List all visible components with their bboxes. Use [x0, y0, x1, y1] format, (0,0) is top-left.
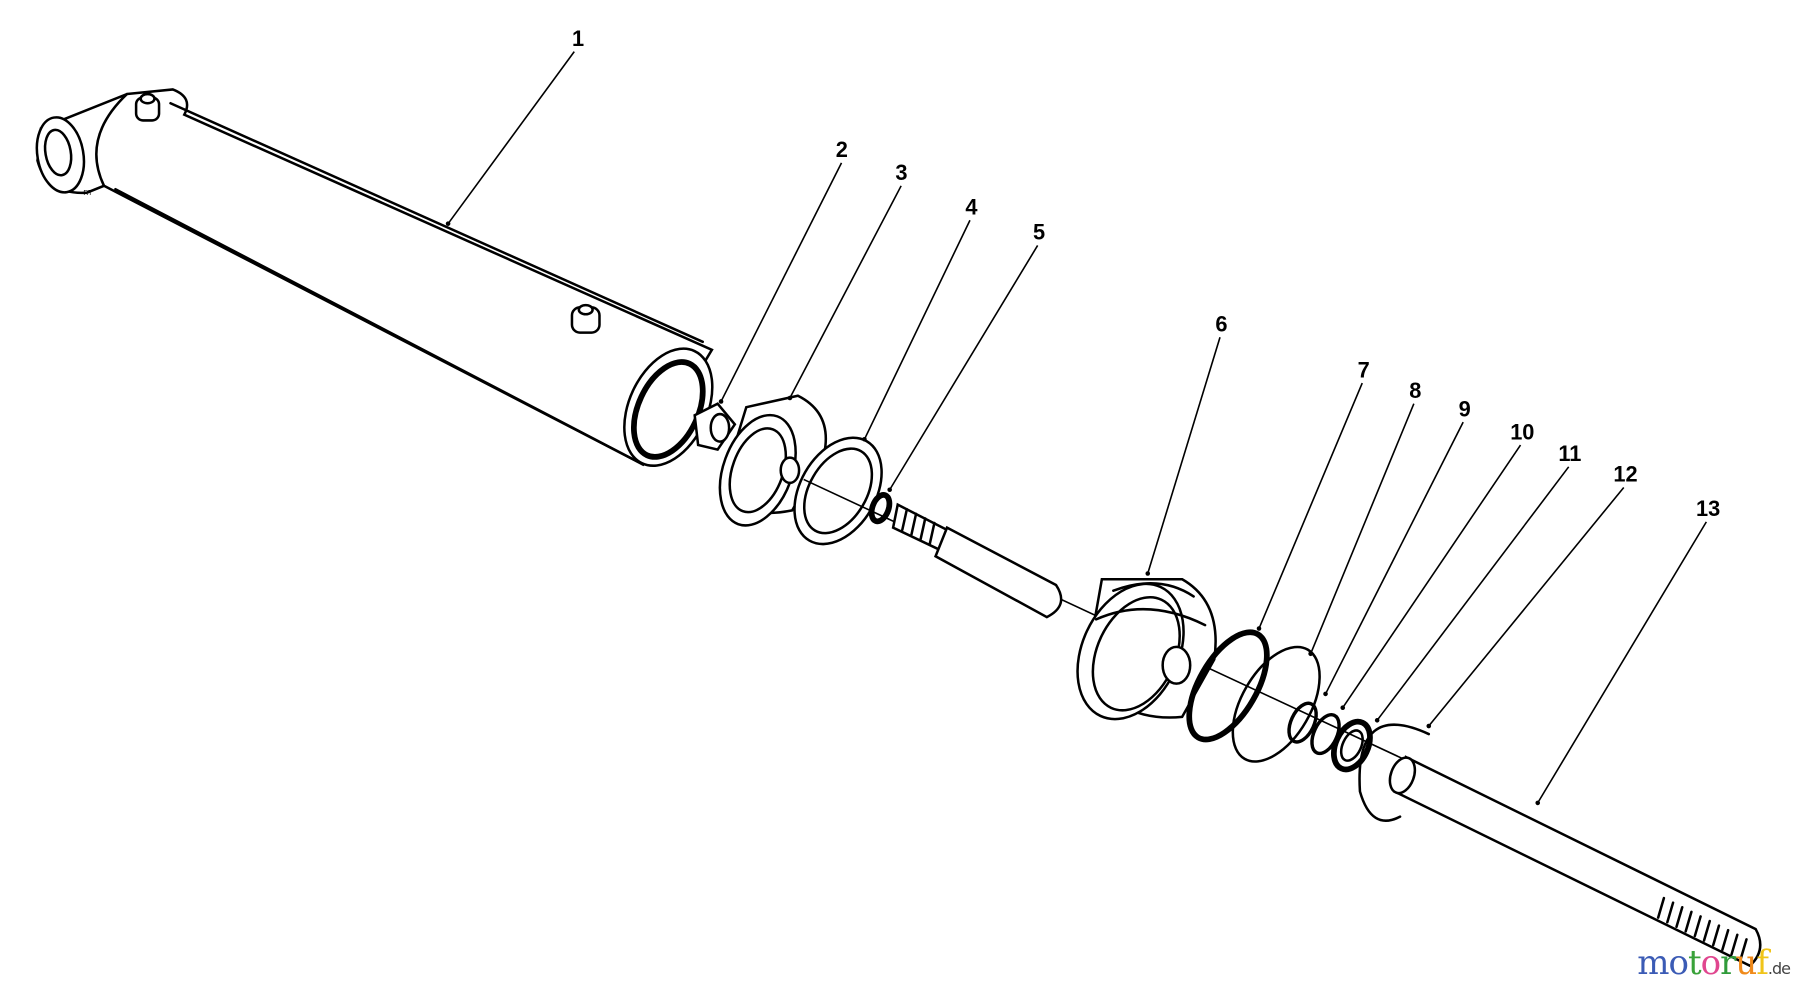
- watermark-letter: t: [1687, 943, 1702, 983]
- watermark-letter: r: [1720, 943, 1736, 983]
- part-2-nut: [693, 402, 737, 452]
- barrel-marking: RT: [83, 190, 93, 197]
- part-4-seal-ring: [793, 436, 883, 546]
- callout-10: 10: [1510, 419, 1534, 444]
- callout-6: 6: [1215, 311, 1227, 336]
- part-7-o-ring: [1186, 629, 1270, 743]
- motoruf-watermark-logo: motoruf.de: [1637, 943, 1791, 983]
- watermark-letter: o: [1700, 943, 1722, 983]
- leader-lines: [445, 51, 1708, 806]
- callout-13: 13: [1696, 496, 1720, 521]
- callout-12: 12: [1613, 462, 1637, 487]
- callout-3: 3: [895, 160, 907, 185]
- callout-5: 5: [1033, 220, 1045, 245]
- part-11-wiper: [1331, 718, 1373, 773]
- watermark-letter: m: [1637, 943, 1669, 983]
- watermark-letter: f: [1756, 943, 1769, 983]
- callout-1: 1: [572, 26, 584, 51]
- callout-8: 8: [1409, 378, 1421, 403]
- watermark-letter: u: [1735, 943, 1757, 983]
- callout-11: 11: [1558, 441, 1581, 466]
- callout-9: 9: [1459, 396, 1471, 421]
- part-1-cylinder-barrel: RT: [35, 88, 714, 467]
- part-12-snap-ring: [1358, 723, 1431, 822]
- callout-7: 7: [1358, 357, 1370, 382]
- part-5-o-ring: [868, 492, 893, 525]
- part-8-backup-ring: [1231, 645, 1321, 763]
- part-6-gland: [1076, 577, 1217, 721]
- watermark-suffix: .de: [1767, 959, 1791, 978]
- callout-4: 4: [965, 194, 977, 219]
- watermark-letter: o: [1668, 943, 1690, 983]
- part-9-seal: [1287, 701, 1318, 744]
- rod-end-stub: [891, 502, 1063, 619]
- part-13-piston-rod: [1388, 755, 1762, 968]
- callout-2: 2: [836, 137, 848, 162]
